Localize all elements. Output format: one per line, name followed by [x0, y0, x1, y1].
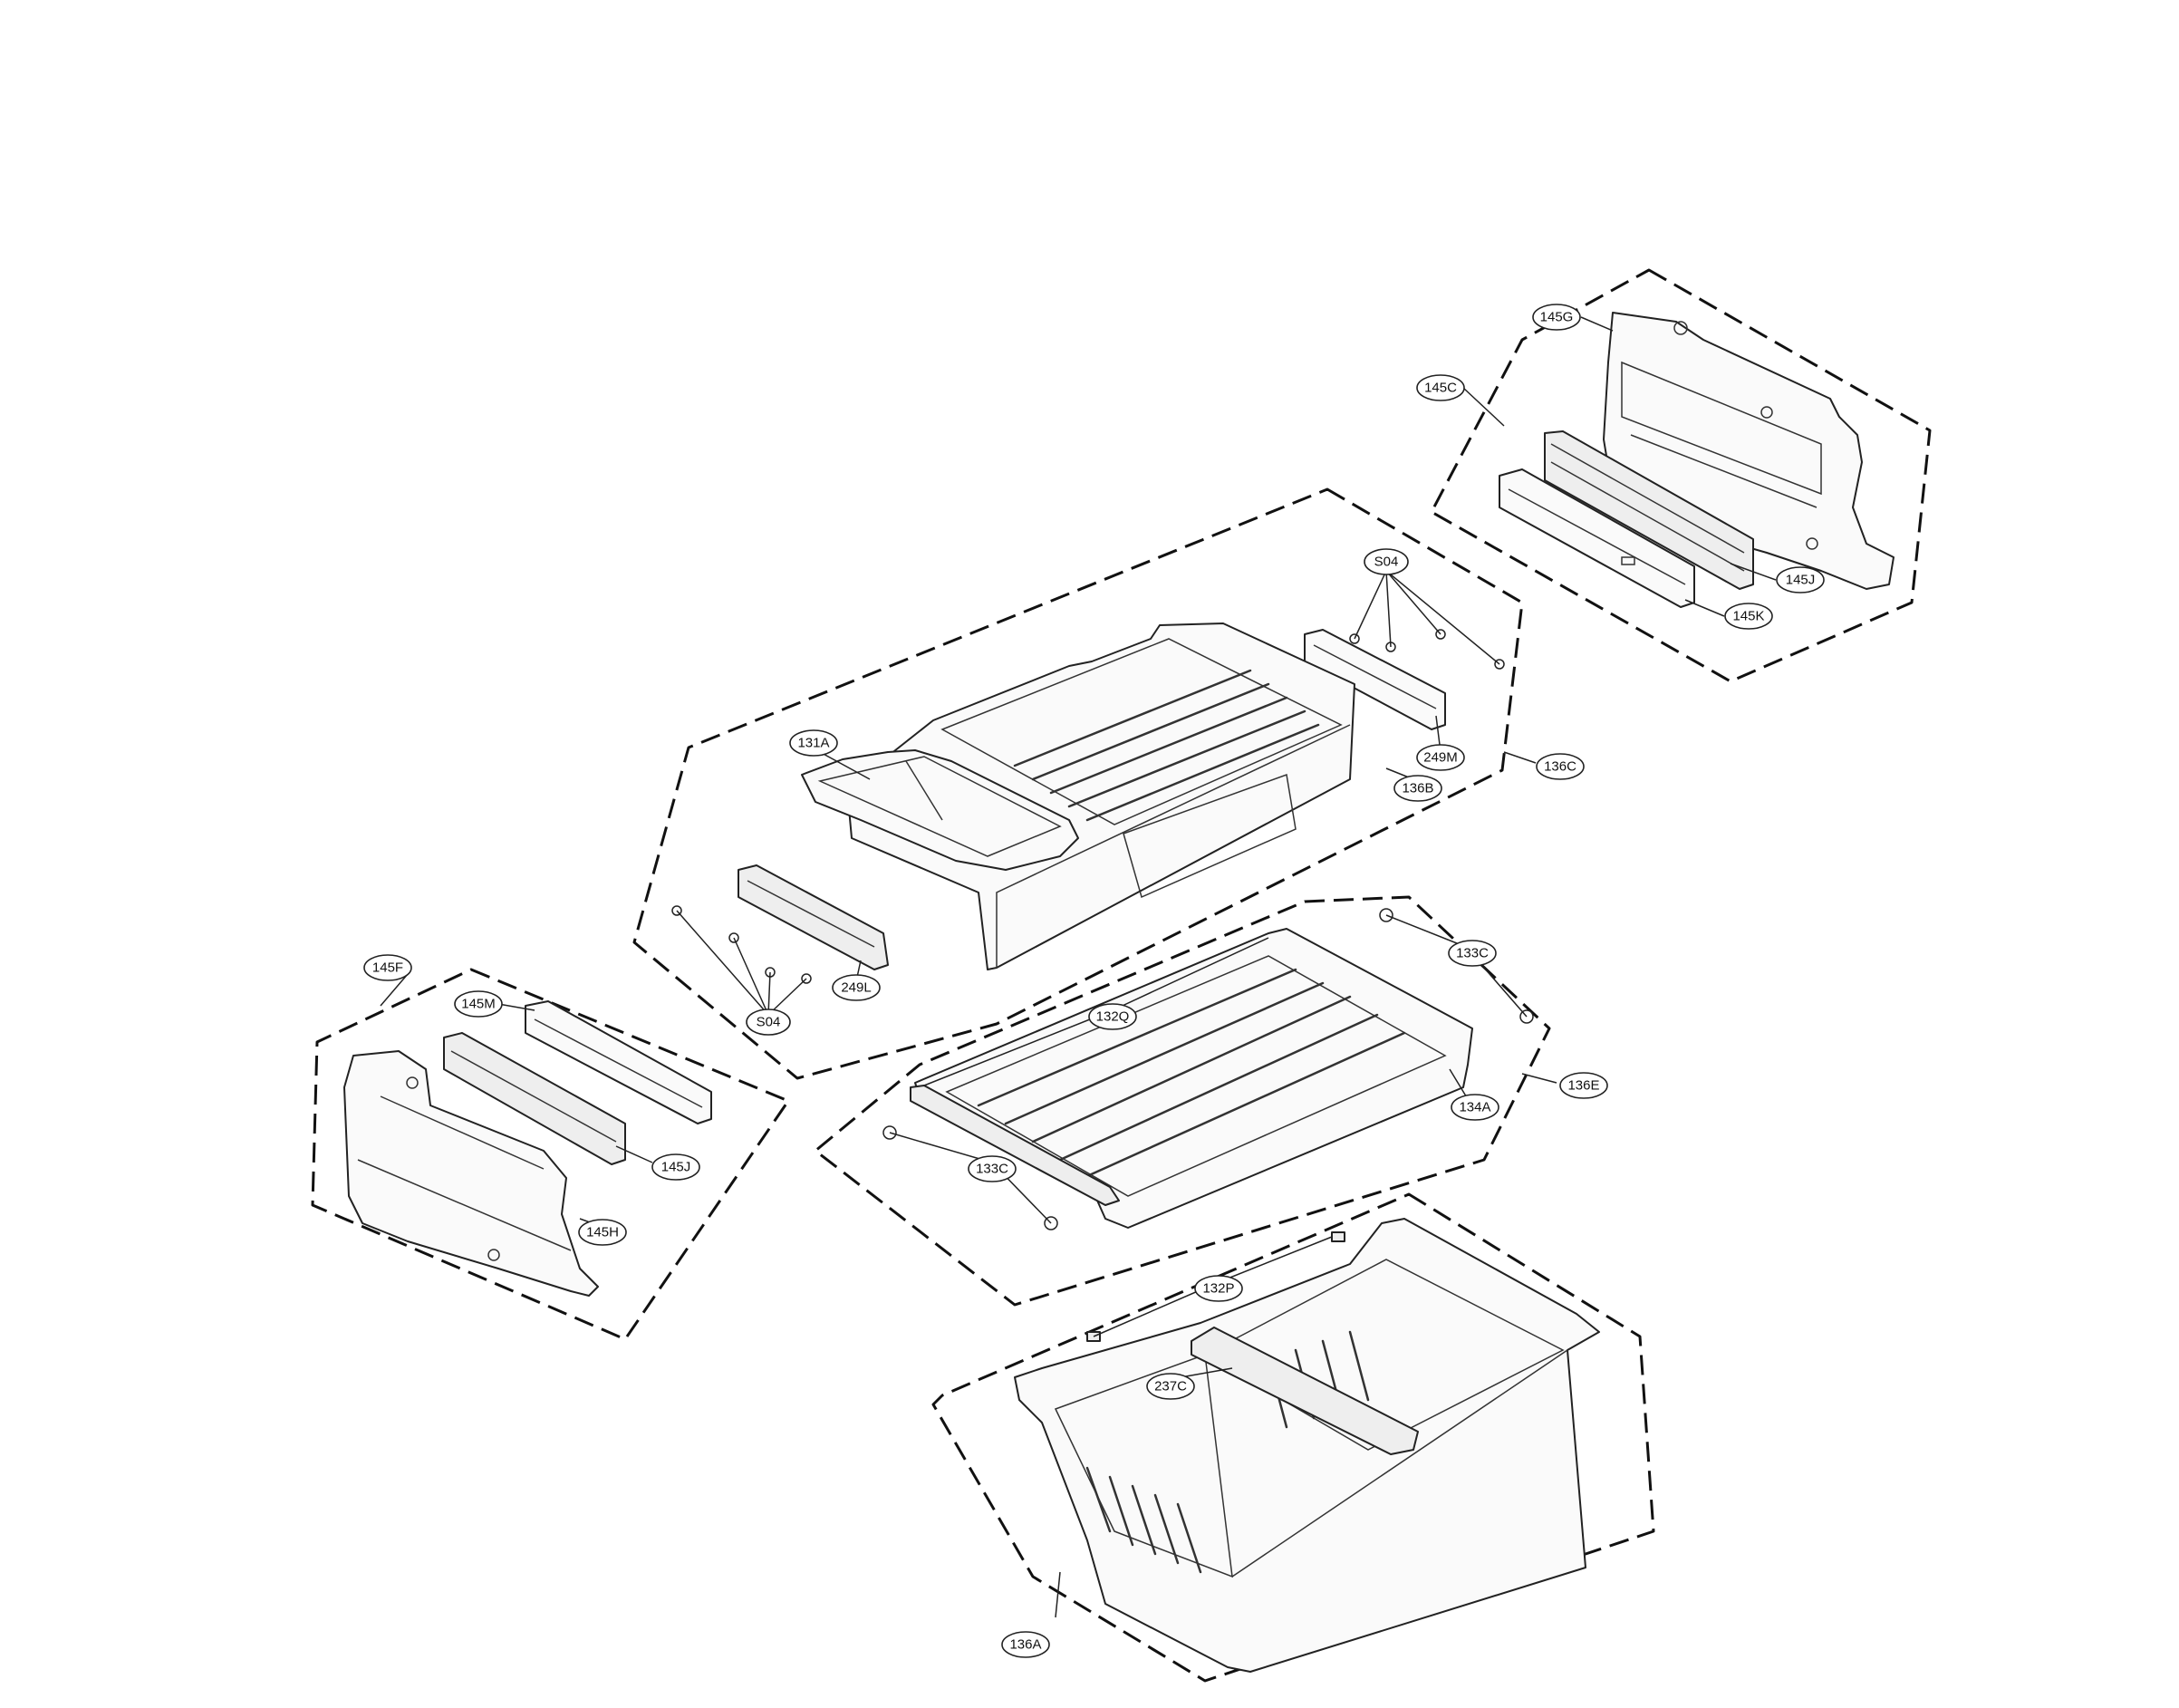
- rail-145K: [1499, 468, 1695, 608]
- callout-S04-top: S04: [1364, 548, 1409, 575]
- svg-text:237C: 237C: [1154, 1379, 1187, 1394]
- svg-text:133C: 133C: [976, 1162, 1008, 1177]
- drawer-136B-slots: [1013, 669, 1320, 822]
- callout-136E: 136E: [1559, 1072, 1608, 1099]
- svg-text:132P: 132P: [1202, 1281, 1234, 1297]
- svg-text:145J: 145J: [1786, 573, 1816, 588]
- callout-136A: 136A: [1001, 1631, 1050, 1658]
- svg-text:145H: 145H: [586, 1225, 619, 1240]
- svg-text:136B: 136B: [1402, 781, 1433, 796]
- callout-145J-left: 145J: [651, 1153, 700, 1181]
- callout-136B: 136B: [1393, 775, 1442, 802]
- svg-text:136A: 136A: [1009, 1637, 1041, 1653]
- tray-134A: [914, 928, 1473, 1229]
- svg-text:132Q: 132Q: [1096, 1009, 1130, 1025]
- callout-145F: 145F: [363, 954, 412, 981]
- svg-text:133C: 133C: [1456, 946, 1489, 961]
- svg-text:145K: 145K: [1732, 609, 1764, 624]
- rail-145M: [525, 1000, 712, 1124]
- callout-136C: 136C: [1536, 753, 1585, 780]
- svg-text:145C: 145C: [1424, 381, 1457, 396]
- rail-145J-left: [443, 1032, 626, 1165]
- callout-145H: 145H: [578, 1219, 627, 1246]
- basket-136A: [1014, 1218, 1600, 1673]
- drawer-136B: [846, 622, 1355, 970]
- svg-text:134A: 134A: [1459, 1100, 1490, 1115]
- svg-text:136E: 136E: [1567, 1078, 1599, 1094]
- svg-text:S04: S04: [757, 1015, 781, 1030]
- group-outline-136C: [632, 487, 1524, 1080]
- callout-145J-top: 145J: [1776, 566, 1825, 593]
- callout-145C: 145C: [1416, 374, 1465, 401]
- rail-145J-top: [1544, 430, 1754, 590]
- group-outline-145C: [1430, 268, 1932, 683]
- callout-249M: 249M: [1416, 744, 1465, 771]
- tray-131A: [801, 749, 1079, 871]
- callout-133C-bottom: 133C: [968, 1155, 1017, 1182]
- callout-S04-bottom: S04: [746, 1008, 791, 1036]
- group-outline-136A: [931, 1192, 1655, 1683]
- screws-S04-bottom: [671, 905, 812, 984]
- callout-132Q: 132Q: [1088, 1003, 1137, 1030]
- callout-145M: 145M: [454, 990, 503, 1018]
- svg-text:136C: 136C: [1544, 759, 1576, 775]
- svg-text:131A: 131A: [797, 736, 829, 751]
- callout-133C-top: 133C: [1448, 940, 1497, 967]
- callout-132P: 132P: [1194, 1275, 1243, 1302]
- callout-134A: 134A: [1451, 1094, 1499, 1121]
- tray-134A-ribs: [977, 968, 1406, 1178]
- callout-249L: 249L: [832, 974, 881, 1001]
- svg-text:249M: 249M: [1423, 750, 1458, 766]
- rail-249L: [738, 864, 889, 970]
- callout-145G: 145G: [1532, 304, 1581, 331]
- callout-145K: 145K: [1724, 603, 1773, 630]
- svg-text:249L: 249L: [841, 980, 871, 996]
- divider-237C: [1191, 1327, 1419, 1455]
- svg-text:145F: 145F: [372, 960, 403, 976]
- group-outline-145F: [311, 968, 790, 1341]
- callout-131A: 131A: [789, 729, 838, 757]
- bracket-145H: [343, 1050, 599, 1297]
- svg-text:145M: 145M: [461, 997, 496, 1012]
- callout-237C: 237C: [1146, 1373, 1195, 1400]
- svg-text:145G: 145G: [1540, 310, 1574, 325]
- svg-text:145J: 145J: [661, 1160, 691, 1175]
- svg-text:S04: S04: [1374, 555, 1399, 570]
